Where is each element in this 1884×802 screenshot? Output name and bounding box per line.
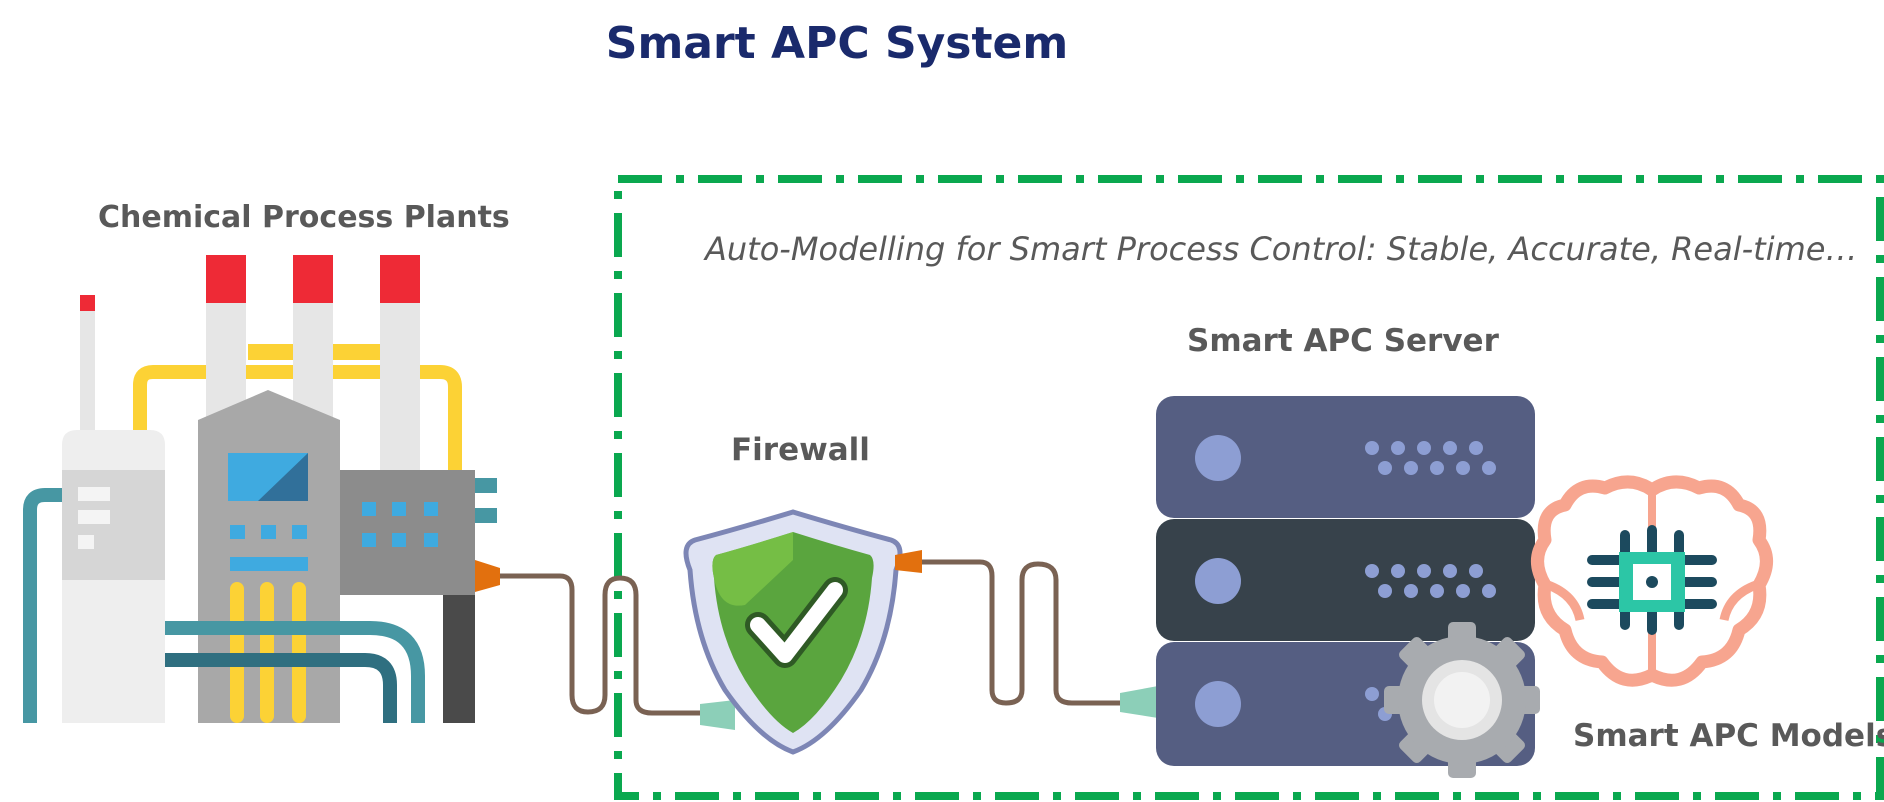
firewall-out-connector xyxy=(895,550,922,573)
factory-icon xyxy=(23,255,500,723)
page-title: Smart APC System xyxy=(605,18,1069,69)
cable-plant-to-firewall xyxy=(500,573,700,716)
shield-check-icon xyxy=(683,509,903,755)
firewall-in-connector xyxy=(700,700,735,730)
boundary-subtitle: Auto-Modelling for Smart Process Control… xyxy=(705,230,1858,268)
cable-firewall-to-server xyxy=(922,559,1120,706)
models-label: Smart APC Models xyxy=(1573,718,1884,754)
server-label: Smart APC Server xyxy=(1187,323,1499,359)
gear-icon xyxy=(1384,622,1540,778)
server-in-connector xyxy=(1120,686,1158,718)
system-boundary xyxy=(614,175,1884,800)
brain-chip-icon xyxy=(1531,475,1773,687)
plant-label: Chemical Process Plants xyxy=(98,200,510,235)
firewall-label: Firewall xyxy=(731,432,870,468)
